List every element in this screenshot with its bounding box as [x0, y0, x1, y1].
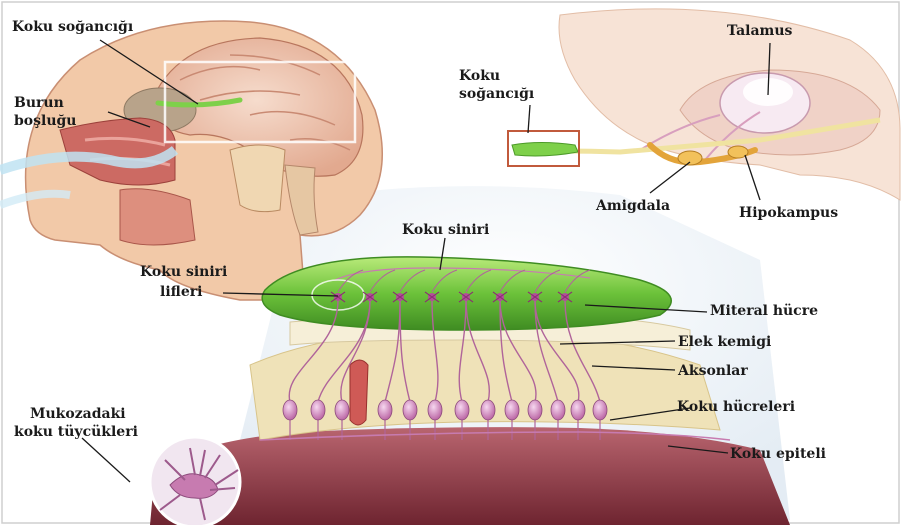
- receptor-cell: [505, 400, 519, 420]
- label-hucreleri: Koku hücreleri: [677, 399, 795, 415]
- label-koku-top-line2: soğancığı: [459, 86, 534, 102]
- label-hipokampus: Hipokampus: [739, 205, 838, 221]
- label-amigdala: Amigdala: [595, 198, 670, 214]
- label-lifleri-line1: Koku siniri: [140, 264, 227, 280]
- receptor-cell: [455, 400, 469, 420]
- receptor-cell: [571, 400, 585, 420]
- label-epiteli: Koku epiteli: [730, 446, 826, 462]
- receptor-cell: [481, 400, 495, 420]
- label-lifleri-line2: lifleri: [160, 284, 202, 300]
- amygdala-node: [678, 151, 702, 165]
- blood-vessel: [350, 360, 368, 425]
- label-aksonlar: Aksonlar: [677, 363, 748, 379]
- label-elek: Elek kemigi: [678, 334, 771, 350]
- epithelium-base: [150, 427, 790, 525]
- label-burun-line2: boşluğu: [14, 113, 76, 129]
- receptor-cell: [528, 400, 542, 420]
- receptor-cell: [403, 400, 417, 420]
- receptor-cell: [428, 400, 442, 420]
- receptor-cell: [378, 400, 392, 420]
- label-koku-siniri: Koku siniri: [402, 222, 489, 238]
- label-talamus: Talamus: [727, 23, 793, 39]
- olfactory-bulb-detail: [512, 143, 578, 157]
- receptor-cell: [283, 400, 297, 420]
- label-mukoza-line1: Mukozadaki: [30, 406, 126, 422]
- label-koku-sogancigi-head: Koku soğancığı: [12, 19, 133, 35]
- label-koku-top-line1: Koku: [459, 68, 500, 84]
- label-mukoza-line2: koku tüycükleri: [14, 424, 138, 440]
- receptor-cell: [593, 400, 607, 420]
- receptor-cell: [335, 400, 349, 420]
- receptor-cell: [551, 400, 565, 420]
- label-miteral: Miteral hücre: [710, 303, 818, 319]
- label-burun-line1: Burun: [14, 95, 64, 111]
- receptor-cell: [311, 400, 325, 420]
